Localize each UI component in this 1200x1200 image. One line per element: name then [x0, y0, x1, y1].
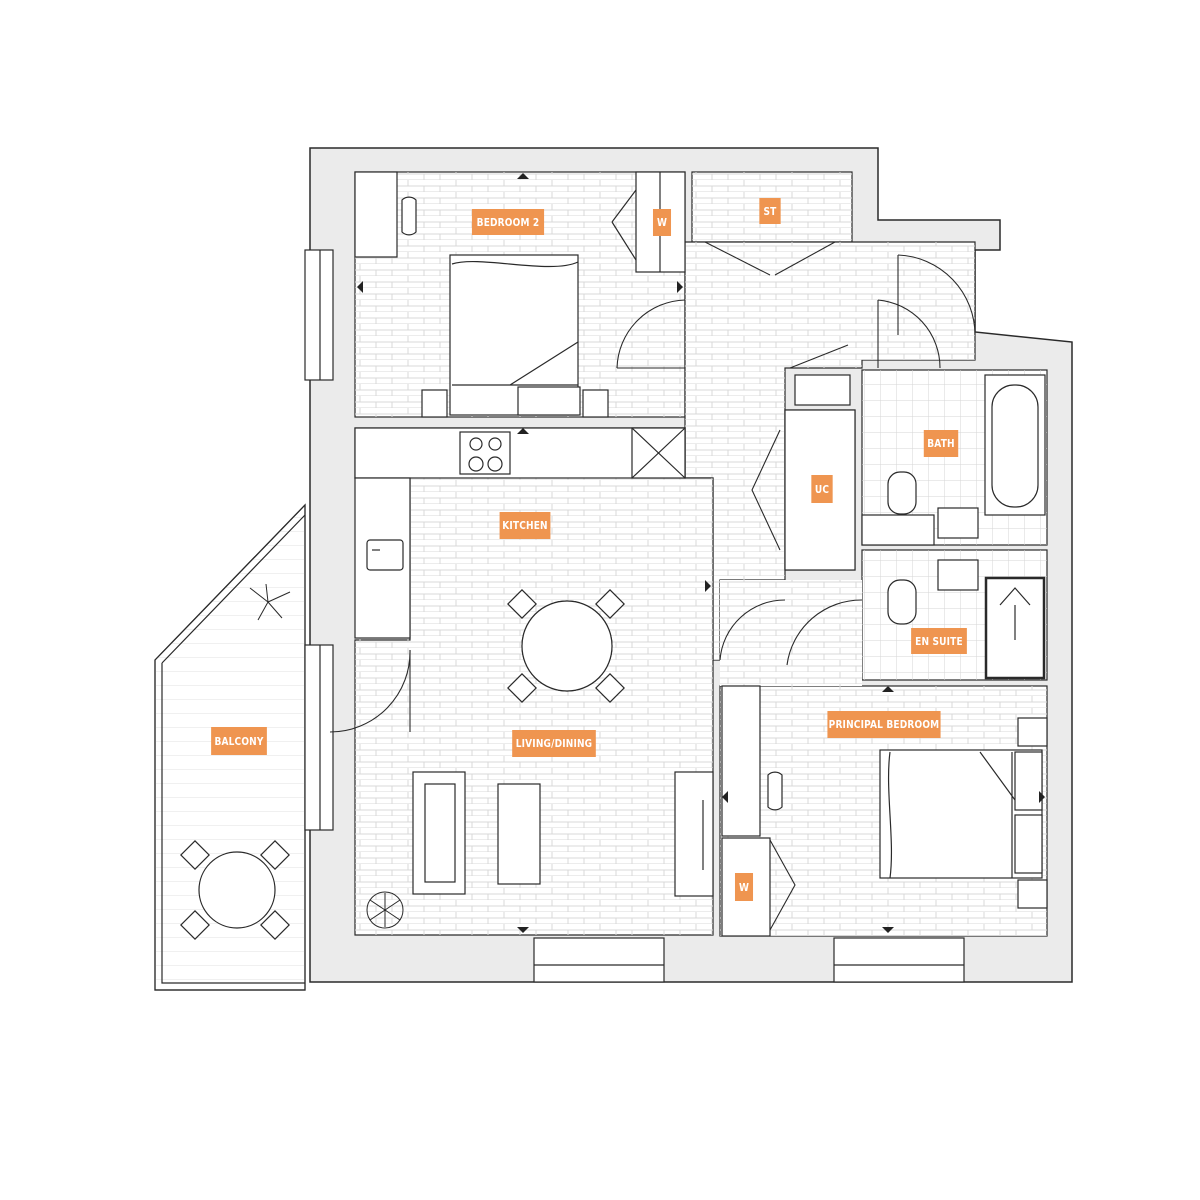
bedroom2-furniture	[354, 171, 686, 418]
kitchen-sink	[366, 539, 404, 571]
plant-icon	[366, 891, 404, 929]
label-kitchen: KITCHEN	[499, 512, 551, 539]
label-wardrobe-bedroom-2: W	[652, 209, 672, 236]
balcony-furniture	[180, 840, 290, 940]
label-store: ST	[759, 198, 781, 224]
label-balcony: BALCONY	[211, 727, 267, 755]
label-utility-cupboard: UC	[811, 475, 833, 503]
label-wardrobe-principal: W	[734, 873, 754, 901]
doors	[329, 241, 976, 931]
label-living-dining: LIVING/DINING	[512, 730, 596, 757]
kitchen-counters	[354, 427, 686, 639]
label-bedroom-2: BEDROOM 2	[471, 209, 545, 235]
living-furniture	[412, 589, 714, 897]
wall-markers	[357, 173, 1045, 933]
hob	[459, 431, 511, 475]
principal-furniture	[721, 685, 1048, 937]
balcony-plant-icon	[249, 583, 291, 621]
bath-fixtures	[784, 374, 1046, 680]
windows	[304, 249, 965, 983]
label-en-suite: EN SUITE	[911, 628, 967, 654]
label-bath: BATH	[923, 430, 959, 457]
label-principal-bedroom: PRINCIPAL BEDROOM	[827, 711, 941, 738]
